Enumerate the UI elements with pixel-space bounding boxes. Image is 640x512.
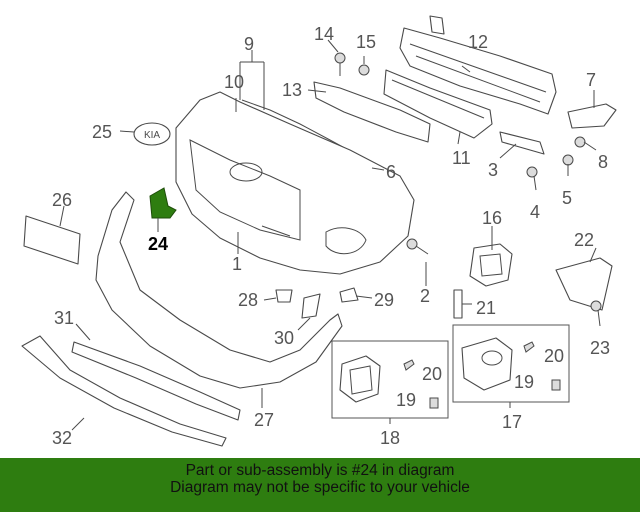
callout-32: 32 [52, 428, 72, 448]
callout-21: 21 [476, 298, 496, 318]
callout-22: 22 [574, 230, 594, 250]
part-32-skid-plate [21, 335, 227, 447]
callout-11: 11 [452, 148, 471, 168]
bumper-parts-diagram: KIA [21, 15, 617, 448]
part-28-clip [275, 289, 293, 303]
callout-28: 28 [238, 290, 258, 310]
part-3-bracket [499, 131, 545, 155]
callout-23: 23 [590, 338, 610, 358]
callout-16: 16 [482, 208, 502, 228]
callout-17: 17 [502, 412, 522, 432]
callout-19a: 19 [396, 390, 416, 410]
callout-27: 27 [254, 410, 274, 430]
part-12-reinforcement-beam [399, 15, 557, 115]
callout-7: 7 [586, 70, 596, 90]
callout-labels: 14 15 9 10 13 12 7 11 3 8 6 4 5 25 26 24… [52, 24, 610, 448]
part-1-bumper-cover [175, 91, 415, 275]
callout-19b: 19 [514, 372, 534, 392]
callout-20a: 20 [422, 364, 442, 384]
part-31-lower-strip [71, 341, 241, 421]
callout-18: 18 [380, 428, 400, 448]
callout-29: 29 [374, 290, 394, 310]
callout-9: 9 [244, 34, 254, 54]
callout-31: 31 [54, 308, 74, 328]
callout-24-highlighted: 24 [148, 234, 168, 254]
callout-15: 15 [356, 32, 376, 52]
callout-2: 2 [420, 286, 430, 306]
leader-lines [59, 39, 597, 431]
part-30-bracket [301, 293, 321, 319]
subassembly-box-17 [452, 324, 570, 403]
part-26-license-bracket [23, 215, 81, 265]
part-17-fog-assembly-right [461, 337, 561, 391]
part-13-upper-cover-bracket [313, 81, 431, 143]
part-11-energy-absorber [383, 69, 493, 139]
info-banner: Part or sub-assembly is #24 in diagram D… [0, 458, 640, 512]
banner-line-2: Diagram may not be specific to your vehi… [170, 479, 470, 496]
part-16-fog-cover [469, 243, 513, 287]
emblem-text: KIA [144, 130, 160, 141]
callout-4: 4 [530, 202, 540, 222]
part-22-side-bracket [555, 257, 613, 311]
part-18-fog-assembly-left [339, 355, 439, 409]
part-29-clip [339, 287, 359, 303]
callout-12: 12 [468, 32, 488, 52]
callout-30: 30 [274, 328, 294, 348]
callout-6: 6 [386, 162, 396, 182]
callout-1: 1 [232, 254, 242, 274]
callout-13: 13 [282, 80, 302, 100]
banner-line-1: Part or sub-assembly is #24 in diagram [185, 462, 455, 479]
callout-14: 14 [314, 24, 334, 44]
callout-5: 5 [562, 188, 572, 208]
part-21-trim [453, 289, 463, 319]
fasteners [334, 52, 602, 327]
callout-10: 10 [224, 72, 244, 92]
callout-8: 8 [598, 152, 608, 172]
callout-25: 25 [92, 122, 112, 142]
part-24-highlighted-bracket [149, 187, 177, 219]
callout-3: 3 [488, 160, 498, 180]
part-7-side-bracket [567, 103, 617, 129]
part-25-emblem: KIA [133, 122, 171, 146]
part-27-lower-cover [95, 191, 343, 389]
callout-26: 26 [52, 190, 72, 210]
callout-20b: 20 [544, 346, 564, 366]
